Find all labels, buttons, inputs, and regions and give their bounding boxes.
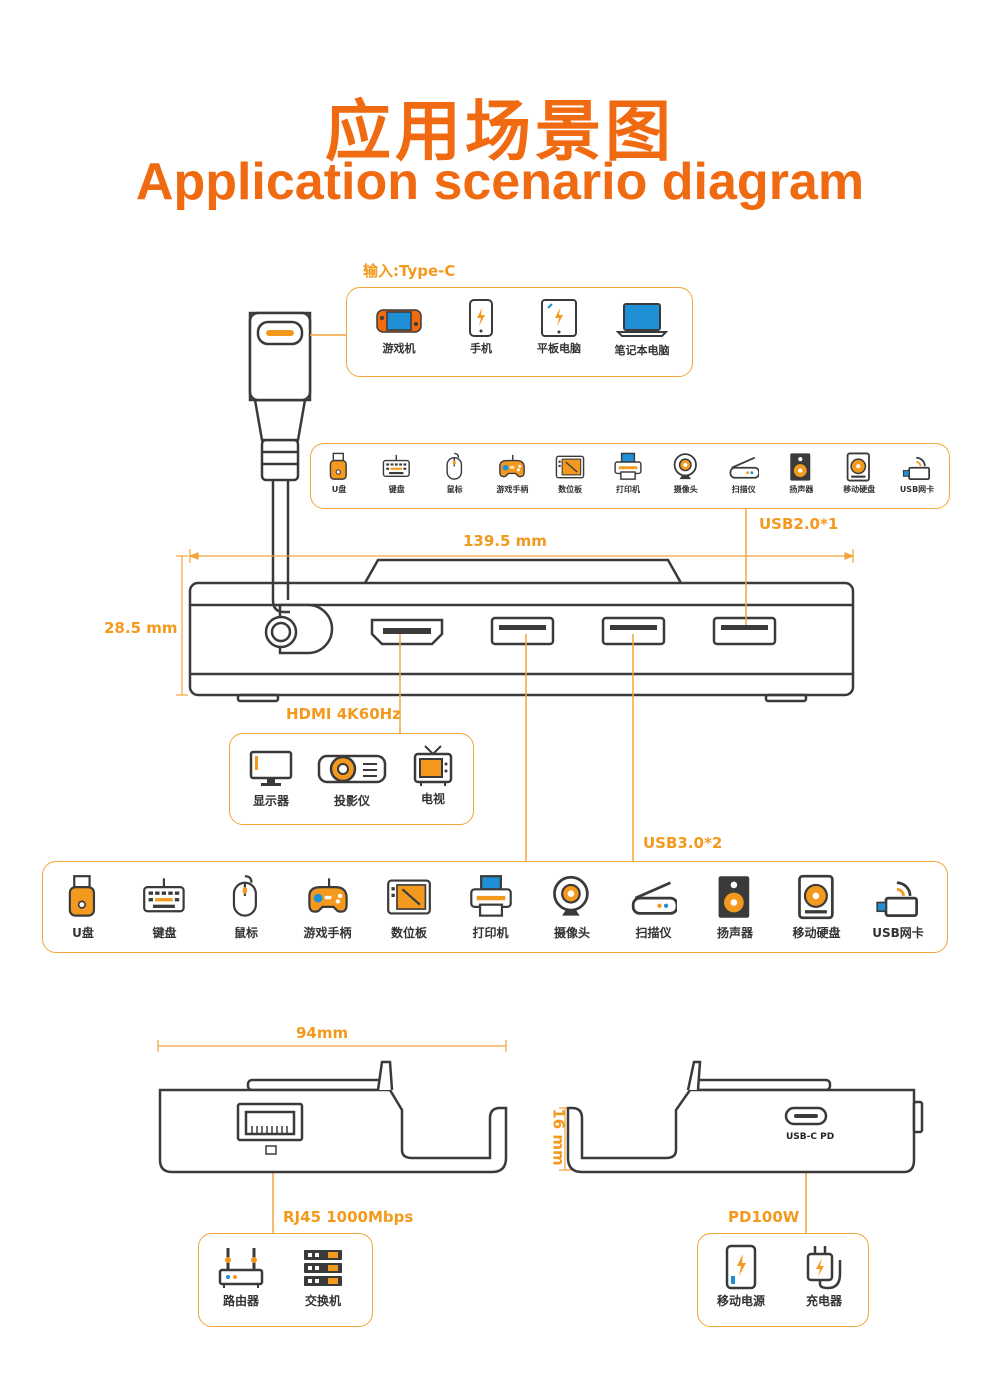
device-power-bank: 移动电源 <box>708 1244 774 1309</box>
usb-c-pd-port-label: USB-C PD <box>786 1132 835 1142</box>
laptop-icon <box>616 303 668 337</box>
side-view-rj45 <box>158 1060 508 1174</box>
device-charger: 充电器 <box>792 1244 856 1309</box>
hdmi-devices-box: 显示器 投影仪 电视 <box>229 733 474 825</box>
usb-network-adapter-icon <box>902 456 931 481</box>
router-icon <box>218 1248 264 1288</box>
dimension-height-label: 28.5 mm <box>104 619 178 637</box>
usb3-label: USB3.0*2 <box>643 834 723 852</box>
device-projector: 投影仪 <box>316 748 388 809</box>
speaker-icon <box>718 876 750 918</box>
input-typec-label: 输入:Type-C <box>363 262 456 280</box>
keyboard-icon <box>142 878 185 913</box>
device-webcam: 摄像头 <box>534 874 610 941</box>
device-drawing-tablet: 数位板 <box>371 874 447 941</box>
tablet-icon <box>541 299 577 337</box>
rj45-label: RJ45 1000Mbps <box>283 1208 414 1226</box>
scanner-icon <box>729 456 759 479</box>
typec-cable <box>248 311 312 614</box>
device-scanner: 扫描仪 <box>716 452 772 495</box>
device-printer: 打印机 <box>453 874 529 941</box>
printer-icon <box>614 452 642 480</box>
device-monitor: 显示器 <box>242 748 300 809</box>
charger-icon <box>806 1246 842 1290</box>
gamepad-icon <box>307 878 348 913</box>
printer-icon <box>469 875 512 917</box>
dimension-depth-label: 94mm <box>296 1024 349 1042</box>
device-portable-hdd: 移动硬盘 <box>831 452 887 495</box>
webcam-icon <box>553 875 589 916</box>
page-title-en: Application scenario diagram <box>135 153 865 211</box>
pd-label: PD100W <box>728 1208 800 1226</box>
device-usb-network-adapter: USB网卡 <box>889 452 945 495</box>
device-switch: 交换机 <box>291 1248 355 1309</box>
usb2-label: USB2.0*1 <box>759 515 839 533</box>
dimension-width-label: 139.5 mm <box>463 532 547 550</box>
device-gamepad: 游戏手柄 <box>484 452 540 495</box>
device-speaker: 扬声器 <box>773 452 829 495</box>
usb2-port <box>712 616 777 646</box>
mouse-icon <box>446 452 462 480</box>
dimension-lines <box>157 549 855 1171</box>
usb3-port-1 <box>490 616 555 646</box>
device-phone: 手机 <box>451 298 511 356</box>
projector-icon <box>317 754 387 784</box>
device-usb-drive: U盘 <box>311 452 367 495</box>
device-mouse: 鼠标 <box>208 874 284 941</box>
device-tv: 电视 <box>404 744 462 807</box>
phone-icon <box>469 299 493 337</box>
webcam-icon <box>673 453 697 480</box>
mouse-icon <box>232 875 257 917</box>
device-drawing-tablet: 数位板 <box>542 452 598 495</box>
speaker-icon <box>790 453 811 481</box>
device-game-console: 游戏机 <box>369 302 429 356</box>
scanner-icon <box>631 881 677 915</box>
gamepad-icon <box>499 454 526 478</box>
device-keyboard: 键盘 <box>369 452 425 495</box>
switch-icon <box>304 1250 342 1286</box>
device-tablet: 平板电脑 <box>529 298 589 356</box>
device-mouse: 鼠标 <box>427 452 483 495</box>
keyboard-icon <box>382 454 410 477</box>
rj45-devices-box: 路由器 交换机 <box>198 1233 373 1327</box>
page-title-cn: 应用场景图 <box>325 93 675 170</box>
pd-devices-box: 移动电源 充电器 <box>697 1233 869 1327</box>
dimension-thickness-label: 16 mm <box>549 1108 568 1166</box>
game-console-icon <box>376 309 422 333</box>
monitor-icon <box>249 750 293 786</box>
portable-hdd-icon <box>797 874 834 920</box>
device-portable-hdd: 移动硬盘 <box>779 874 855 941</box>
portable-hdd-icon <box>846 452 871 482</box>
usb-drive-icon <box>329 452 347 480</box>
device-printer: 打印机 <box>600 452 656 495</box>
device-keyboard: 键盘 <box>127 874 203 941</box>
device-router: 路由器 <box>209 1246 273 1309</box>
drawing-tablet-icon <box>555 455 585 479</box>
device-laptop: 笔记本电脑 <box>607 302 677 358</box>
device-scanner: 扫描仪 <box>616 874 692 941</box>
drawing-tablet-icon <box>387 879 431 915</box>
hdmi-port <box>370 618 444 646</box>
power-bank-icon <box>725 1244 757 1290</box>
device-webcam: 摄像头 <box>658 452 714 495</box>
device-speaker: 扬声器 <box>697 874 773 941</box>
hdmi-label: HDMI 4K60Hz <box>286 705 401 723</box>
tv-icon <box>413 745 453 786</box>
hub-front-view <box>188 558 855 703</box>
usb-drive-icon <box>68 875 96 917</box>
device-usb-drive: U盘 <box>45 874 121 941</box>
side-view-pd <box>566 1060 924 1174</box>
usb-network-adapter-icon <box>876 881 918 917</box>
device-gamepad: 游戏手柄 <box>290 874 366 941</box>
input-devices-box: 游戏机 手机 平板电脑 笔记本电脑 <box>346 287 693 377</box>
device-usb-network-adapter: USB网卡 <box>860 874 936 941</box>
